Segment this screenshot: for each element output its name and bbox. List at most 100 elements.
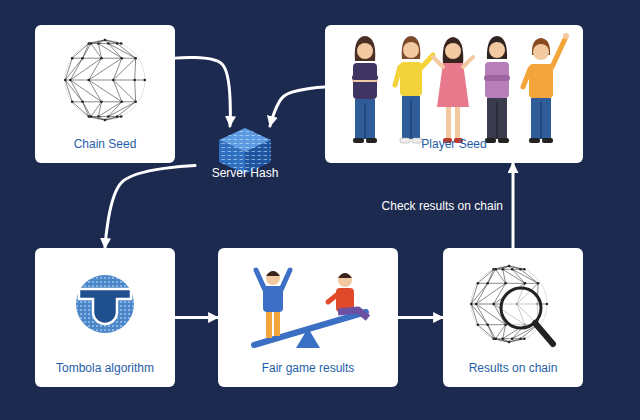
mesh-stroke	[91, 43, 102, 58]
mesh-stroke	[91, 102, 102, 117]
person	[395, 36, 433, 143]
geodesic-sphere	[35, 25, 175, 125]
mesh-dot	[81, 57, 84, 60]
mesh-stroke	[89, 80, 102, 102]
mesh-stroke	[525, 283, 538, 284]
mesh-stroke	[113, 80, 121, 102]
mesh-stroke	[108, 102, 135, 117]
mesh-stroke	[70, 58, 101, 80]
mesh-stroke	[101, 101, 121, 102]
mesh-stroke	[83, 102, 91, 117]
mesh-stroke	[488, 325, 496, 339]
mesh-stroke	[488, 269, 494, 283]
mesh-stroke	[503, 338, 513, 339]
mesh-dot	[519, 268, 522, 271]
mesh-stroke	[98, 102, 121, 117]
mesh-stroke	[471, 304, 487, 325]
mesh-stroke	[72, 101, 82, 102]
mesh-stroke	[478, 283, 488, 284]
person	[433, 37, 473, 143]
mesh-dot	[116, 115, 119, 118]
mesh-dot	[87, 79, 90, 82]
mesh-dot	[69, 79, 72, 82]
flow-arrow	[512, 163, 515, 248]
mesh-stroke	[476, 304, 493, 305]
mesh-stroke	[113, 58, 121, 80]
flow-arrow	[105, 166, 195, 248]
mesh-dot	[120, 100, 123, 103]
mesh-stroke	[113, 80, 134, 81]
person	[523, 33, 569, 143]
mesh-stroke	[83, 58, 102, 59]
mesh-dot	[508, 265, 511, 268]
mesh-dot	[537, 282, 540, 285]
child-standing	[256, 270, 290, 338]
mesh-dot	[524, 282, 527, 285]
tombola-logo	[35, 248, 175, 348]
mesh-dot	[64, 79, 67, 82]
node-label: Player Seed	[421, 137, 486, 151]
mesh-dot	[107, 42, 110, 45]
mesh-stroke	[89, 58, 102, 80]
mesh-stroke	[134, 80, 136, 102]
node-label: Tombola algorithm	[56, 361, 154, 375]
mesh-dot	[494, 268, 497, 271]
mesh-stroke	[83, 43, 91, 58]
chain-box: Results on chain	[443, 248, 583, 387]
mesh-dot	[120, 42, 123, 45]
mesh-stroke	[476, 304, 488, 325]
chain-magnifier	[443, 248, 583, 360]
person	[352, 36, 378, 143]
person	[484, 36, 510, 143]
mesh-stroke	[496, 325, 506, 339]
mesh-dot	[511, 268, 514, 271]
mesh-stroke	[70, 80, 88, 81]
flow-arrow	[175, 316, 218, 319]
mesh-dot	[523, 268, 526, 271]
mesh-dot	[107, 115, 110, 118]
node-label: Results on chain	[469, 361, 558, 375]
mesh-dot	[511, 337, 514, 340]
mesh-dot	[116, 42, 119, 45]
mesh-dot	[501, 268, 504, 271]
hash-node: Server Hash	[195, 126, 295, 192]
result-box: Fair game results	[218, 248, 398, 387]
mesh-stroke	[101, 58, 121, 59]
mesh-dot	[100, 57, 103, 60]
mesh-stroke	[98, 116, 108, 117]
mesh-dot	[97, 115, 100, 118]
player-group	[325, 25, 583, 150]
mesh-dot	[494, 337, 497, 340]
mesh-stroke	[478, 324, 488, 325]
mesh-stroke	[89, 58, 122, 80]
mesh-stroke	[122, 58, 136, 59]
mesh-dot	[504, 282, 507, 285]
mesh-dot	[477, 282, 480, 285]
mesh-stroke	[117, 43, 136, 58]
mesh-stroke	[117, 102, 136, 117]
mesh-stroke	[72, 58, 82, 59]
node-label: Server Hash	[212, 166, 279, 180]
mesh-stroke	[98, 43, 121, 58]
mesh-dot	[477, 323, 480, 326]
mesh-dot	[90, 115, 93, 118]
seed-box: Player Seed	[325, 25, 583, 163]
mesh-dot	[486, 323, 489, 326]
mesh-stroke	[488, 269, 496, 283]
mesh-stroke	[134, 58, 136, 80]
mesh-stroke	[471, 283, 487, 304]
mesh-dot	[470, 303, 473, 306]
mesh-stroke	[512, 269, 538, 283]
mesh-stroke	[72, 102, 89, 117]
mesh-dot	[71, 100, 74, 103]
mesh-stroke	[503, 269, 525, 283]
mesh-dot	[134, 57, 137, 60]
mesh-stroke	[503, 269, 513, 270]
mesh-dot	[492, 303, 495, 306]
mesh-dot	[97, 42, 100, 45]
mesh-stroke	[478, 269, 494, 283]
mesh-stroke	[65, 80, 72, 102]
mesh-dot	[112, 79, 115, 82]
